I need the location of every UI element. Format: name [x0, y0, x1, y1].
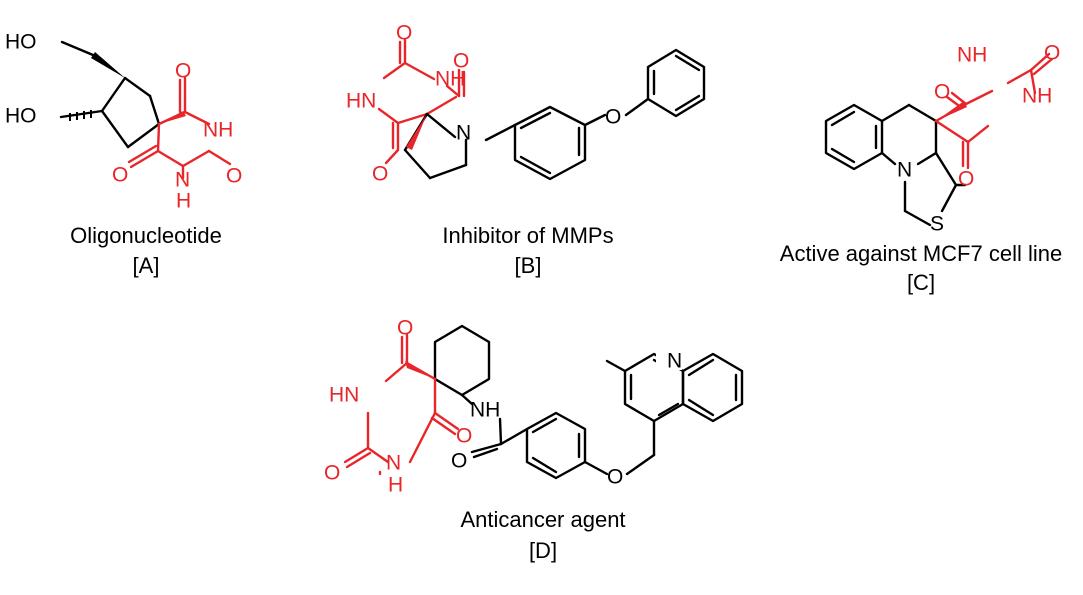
compound-a-tag: [A] — [133, 253, 160, 278]
compound-c-caption: Active against MCF7 cell line — [780, 241, 1062, 266]
atom-label: N — [386, 452, 401, 475]
wedge-bond — [91, 52, 125, 78]
compound-d-tag: [D] — [529, 538, 557, 563]
structure-b-red-bonds — [377, 38, 466, 165]
atom-label: O — [324, 462, 340, 485]
atom-label: O — [453, 50, 469, 73]
atom-label: HO — [5, 105, 37, 128]
atom-label: O — [226, 165, 242, 188]
atom-label: NH — [203, 119, 233, 142]
atom-label: S — [930, 213, 944, 236]
structure-c: NH O O NH O N S Active against MCF7 cell… — [780, 42, 1062, 295]
atom-label: N — [667, 350, 682, 373]
atom-label: O — [456, 425, 472, 448]
compound-b-caption: Inhibitor of MMPs — [442, 223, 613, 248]
atom-label: N — [897, 159, 912, 182]
atom-label: O — [607, 466, 623, 489]
wedge-bond — [406, 114, 427, 150]
atom-label: HN — [329, 384, 359, 407]
atom-label: N — [456, 122, 471, 145]
compound-b-tag: [B] — [515, 253, 542, 278]
structure-d-red-bonds — [343, 333, 460, 476]
atom-label: O — [605, 106, 621, 129]
structure-a: HO HO O NH O O N H Oligonucleotide [A] — [5, 31, 242, 278]
structure-d: O HN O N H O NH O O N Anticancer agent [… — [324, 317, 744, 563]
atom-label: O — [112, 164, 128, 187]
compound-d-caption: Anticancer agent — [460, 507, 625, 532]
structure-d-black-bonds — [433, 324, 744, 480]
wedge-bond — [936, 101, 967, 121]
atom-label: O — [372, 163, 388, 186]
atom-label: O — [1044, 42, 1060, 65]
atom-label: O — [175, 60, 191, 83]
atom-label: HO — [5, 31, 37, 54]
atom-label: NH — [1022, 85, 1052, 108]
structure-b: O NH O HN O N O Inhibitor of MMPs [B] — [346, 22, 706, 278]
atom-label: O — [451, 450, 467, 473]
atom-label: NH — [957, 44, 987, 67]
atom-label: O — [397, 317, 413, 340]
atom-label: N — [175, 169, 190, 192]
hash-bond — [69, 110, 92, 121]
atom-label: H — [176, 190, 191, 213]
atom-label: NH — [435, 68, 465, 91]
compound-a-caption: Oligonucleotide — [70, 223, 222, 248]
atom-label: O — [934, 81, 950, 104]
structure-a-black-bonds — [59, 40, 161, 149]
atom-label: NH — [470, 399, 500, 422]
compound-c-tag: [C] — [907, 270, 935, 295]
atom-label: O — [396, 22, 412, 45]
atom-label: HN — [346, 90, 376, 113]
wedge-bond — [159, 111, 186, 124]
structure-c-black-bonds — [824, 103, 967, 227]
atom-label: H — [388, 474, 403, 497]
atom-label: O — [958, 168, 974, 191]
spacer — [656, 354, 682, 370]
wedge-bond — [405, 361, 435, 379]
